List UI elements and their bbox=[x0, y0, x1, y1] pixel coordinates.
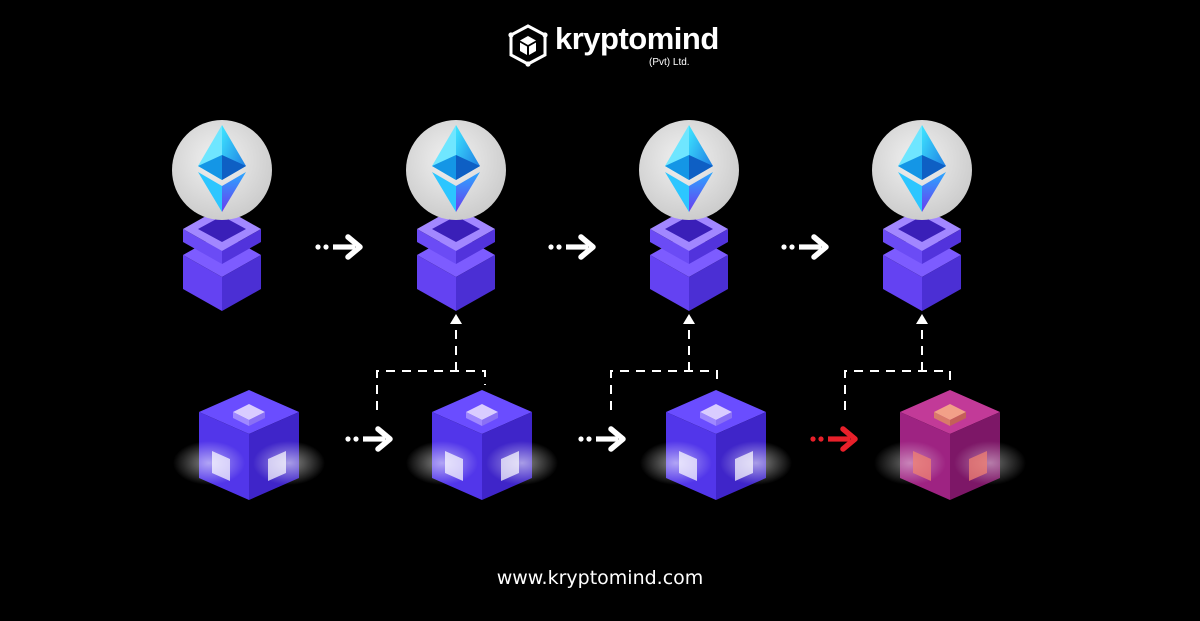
main-chain-block-3 bbox=[639, 120, 739, 311]
link-connector-3 bbox=[844, 322, 951, 410]
side-chain-block-4-invalid bbox=[874, 390, 1026, 500]
main-chain-block-4 bbox=[872, 120, 972, 311]
link-connector-2 bbox=[610, 322, 718, 410]
brand-suffix: (Pvt) Ltd. bbox=[649, 57, 690, 68]
side-chain-arrow-3-red bbox=[810, 429, 855, 449]
main-chain-arrow-2 bbox=[548, 237, 593, 257]
side-chain-block-3 bbox=[640, 390, 792, 500]
side-chain-arrow-2 bbox=[578, 429, 623, 449]
link-connector-1 bbox=[376, 322, 486, 410]
main-chain-arrow-3 bbox=[781, 237, 826, 257]
main-chain-block-2 bbox=[406, 120, 506, 311]
brand-logo: kryptomind (Pvt) Ltd. bbox=[505, 18, 719, 74]
side-chain-block-1 bbox=[173, 390, 325, 500]
brand-name: kryptomind bbox=[555, 21, 719, 56]
side-chain-arrow-1 bbox=[345, 429, 390, 449]
main-chain-arrow-1 bbox=[315, 237, 360, 257]
footer-website-url[interactable]: www.kryptomind.com bbox=[496, 567, 704, 589]
cube-logo-icon bbox=[508, 24, 548, 67]
main-chain-block-1 bbox=[172, 120, 272, 311]
side-chain-block-2 bbox=[406, 390, 558, 500]
